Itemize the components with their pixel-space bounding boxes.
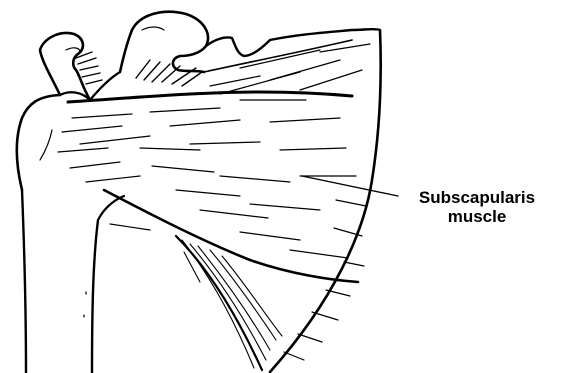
subscapularis-label-line2: muscle <box>402 207 552 227</box>
subscapularis-muscle <box>58 92 358 282</box>
coracoid-process <box>40 33 120 100</box>
label-leader-line <box>302 176 398 196</box>
scapula-superior-border <box>204 29 380 72</box>
upper-fossa-fibers <box>210 44 370 94</box>
acromion <box>120 12 208 86</box>
lower-fossa-fibers <box>284 200 366 360</box>
humeral-head <box>17 92 90 190</box>
subscapularis-label-line1: Subscapularis <box>402 188 552 208</box>
teres-major <box>176 236 282 370</box>
humerus <box>22 190 124 373</box>
